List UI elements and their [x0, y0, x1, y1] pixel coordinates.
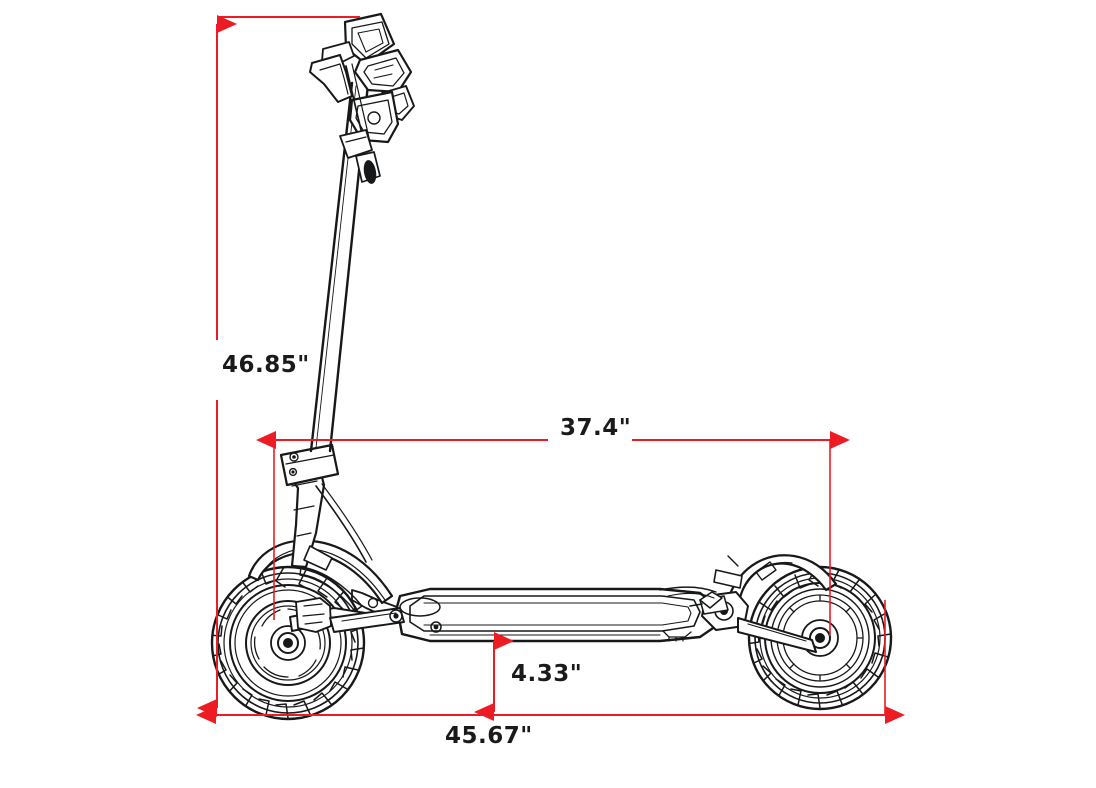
dimension-label-clearance: 4.33" [511, 661, 583, 687]
dimension-label-overall: 45.67" [445, 723, 533, 749]
dimension-height [197, 15, 360, 717]
scooter-illustration [210, 12, 893, 721]
deck-footboard [351, 587, 718, 643]
handlebar-cockpit [309, 12, 415, 184]
dimension-label-length: 37.4" [560, 415, 632, 441]
rear-suspension-assembly [659, 554, 838, 653]
dimension-overall [196, 600, 905, 724]
front-linkage [329, 607, 405, 633]
front-wheel [210, 565, 366, 721]
dimension-label-height: 46.85" [222, 352, 310, 378]
dimension-annotations [196, 15, 905, 724]
dimension-length [256, 431, 850, 636]
